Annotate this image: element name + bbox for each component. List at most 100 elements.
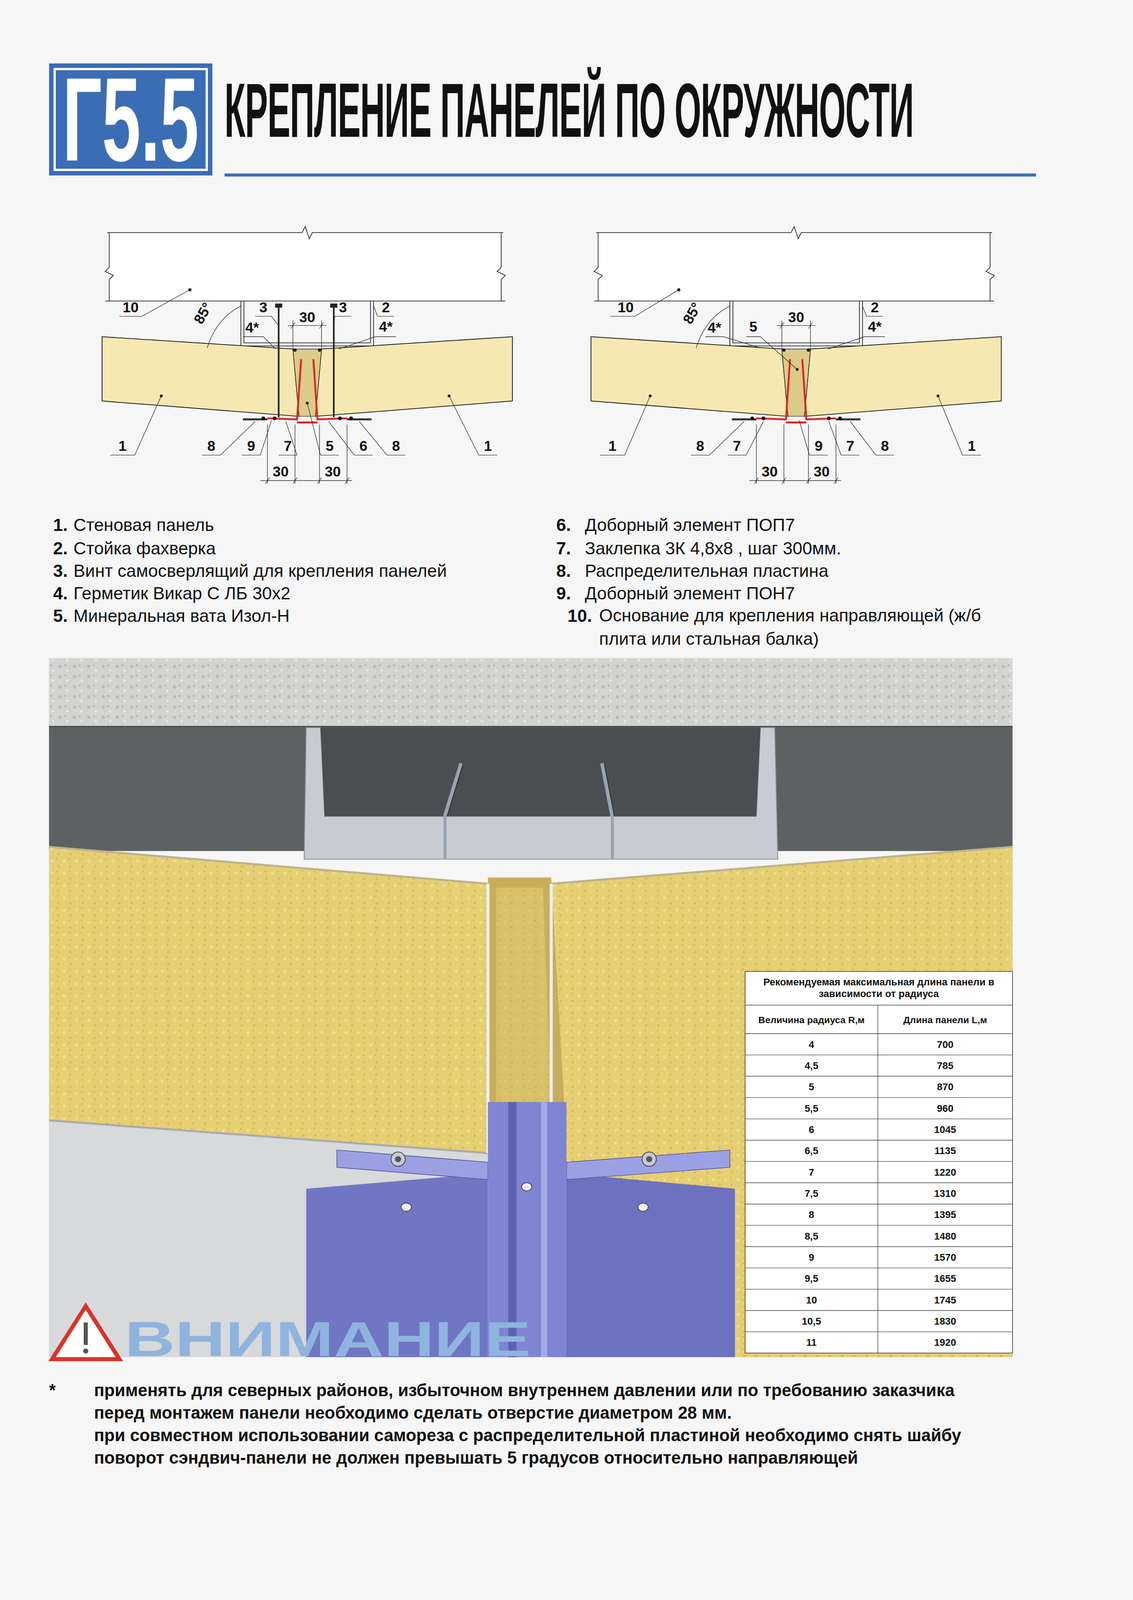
table-grid xyxy=(745,971,1013,1354)
callout-number: 4* xyxy=(245,320,259,335)
leader-dot xyxy=(447,394,451,398)
legend-text: Стойка фахверка xyxy=(73,539,216,558)
leader-line xyxy=(359,421,406,456)
screw xyxy=(275,304,282,308)
table-cell: 785 xyxy=(936,1061,954,1071)
callout-number: 7 xyxy=(283,438,293,454)
leader-line xyxy=(278,421,297,456)
section-right xyxy=(590,226,1002,423)
callout-number: 9 xyxy=(814,438,823,454)
title: КРЕПЛЕНИЕ ПАНЕЛЕЙ ПО ОКРУЖНОСТИ xyxy=(224,71,914,149)
legend-number: 7. xyxy=(556,539,571,558)
leader-line xyxy=(307,403,339,456)
table-cell: 1220 xyxy=(934,1167,957,1178)
leader-line xyxy=(696,305,730,348)
table-cell: 1655 xyxy=(934,1273,957,1284)
callout-number: 3 xyxy=(338,300,347,315)
table-cell: 1745 xyxy=(934,1295,957,1306)
table-cell: 4,5 xyxy=(804,1061,819,1071)
illustration xyxy=(487,877,565,1107)
table-cell: 8,5 xyxy=(804,1231,819,1242)
illustration xyxy=(337,1150,489,1180)
illustration xyxy=(445,763,613,817)
leader-line xyxy=(799,420,828,455)
table-cell: 1395 xyxy=(934,1209,957,1220)
leader-line xyxy=(691,421,745,456)
callout-number: 7 xyxy=(732,438,742,454)
legend-number: 8. xyxy=(556,562,571,580)
leader-line xyxy=(600,395,651,456)
table-cell: 11 xyxy=(806,1337,817,1348)
leader-dot xyxy=(159,287,940,405)
illustration xyxy=(49,658,1013,728)
table-header: Величина радиуса R,м xyxy=(758,1015,865,1025)
illustration xyxy=(566,1173,735,1358)
leader-line xyxy=(242,420,272,455)
callout-number: 4* xyxy=(867,319,882,334)
illustration xyxy=(49,726,1013,728)
callout-number: 4* xyxy=(378,319,393,334)
leader-line xyxy=(727,421,764,456)
illustration xyxy=(447,763,615,817)
leader-line xyxy=(705,336,761,348)
leader-line xyxy=(827,336,886,349)
table-cell: 7,5 xyxy=(804,1188,819,1199)
illustration xyxy=(304,727,778,860)
legend-text: Заклепка 3К 4,8х8 , шаг 300мм. xyxy=(584,539,841,558)
section-left xyxy=(102,226,513,423)
table-cell: 1310 xyxy=(934,1188,957,1199)
leader-dot xyxy=(159,394,163,398)
table-caption: Рекомендуемая максимальная длина панели … xyxy=(761,975,996,1000)
leader-dot xyxy=(648,394,652,398)
leader-dot xyxy=(305,401,309,405)
callout-number: 5 xyxy=(749,319,758,334)
legend-number: 9. xyxy=(556,584,571,602)
legend-number: 1. xyxy=(53,515,68,534)
callout-number: 4* xyxy=(707,320,722,335)
callout-number: 30 xyxy=(324,464,342,479)
table-cell: 700 xyxy=(936,1039,954,1050)
note-text: при совместном использовании самореза с … xyxy=(49,1424,1016,1447)
table-grid xyxy=(745,1005,1013,1354)
screw xyxy=(278,305,334,418)
leader-line xyxy=(287,320,327,350)
leader-dot xyxy=(795,368,799,371)
legend-text: Стеновая панель xyxy=(73,515,214,534)
callout-number: 8 xyxy=(881,438,890,454)
table-cell: 1830 xyxy=(934,1316,957,1327)
legend-text: Минеральная вата Изол-Н xyxy=(73,606,290,625)
legend-text: Основание для крепления направляющей (ж/… xyxy=(599,603,987,651)
table-cell: 4 xyxy=(808,1039,814,1050)
warning-sign xyxy=(83,1322,88,1345)
screw xyxy=(275,304,337,418)
leader-dot xyxy=(677,287,681,292)
legend-text: Доборный элемент ПОН7 xyxy=(584,584,796,602)
table-cell: 6,5 xyxy=(804,1146,819,1156)
leader-line xyxy=(206,305,241,348)
leader-line xyxy=(110,395,162,456)
leader-dot xyxy=(188,287,192,292)
leader-line xyxy=(828,421,860,456)
illustration xyxy=(646,1155,653,1163)
legend-text: Винт самосверлящий для крепления панелей xyxy=(73,562,447,580)
table-cell: 9 xyxy=(808,1252,814,1263)
leader-line xyxy=(850,421,895,456)
leader-line xyxy=(328,421,373,456)
table-cell: 960 xyxy=(936,1103,954,1114)
table-grid xyxy=(745,971,1013,1354)
title-rule xyxy=(224,173,1036,177)
leader-line xyxy=(449,395,498,456)
illustration xyxy=(445,816,613,859)
table-cell: 1570 xyxy=(934,1252,957,1263)
legend-text: Распределительная пластина xyxy=(584,562,829,580)
warning-watermark: ВНИМАНИЕ xyxy=(124,1314,531,1364)
note-text: применять для северных районов, избыточн… xyxy=(49,1379,1016,1402)
legend-number: 3. xyxy=(53,562,68,580)
legend-text: Герметик Викар С ЛБ 30х2 xyxy=(73,584,291,602)
warning-sign xyxy=(83,1348,89,1354)
illustration xyxy=(495,887,551,1102)
table-header: Длина панели L,м xyxy=(903,1015,987,1025)
illustration xyxy=(401,1203,412,1212)
callout-number: 7 xyxy=(846,438,855,454)
